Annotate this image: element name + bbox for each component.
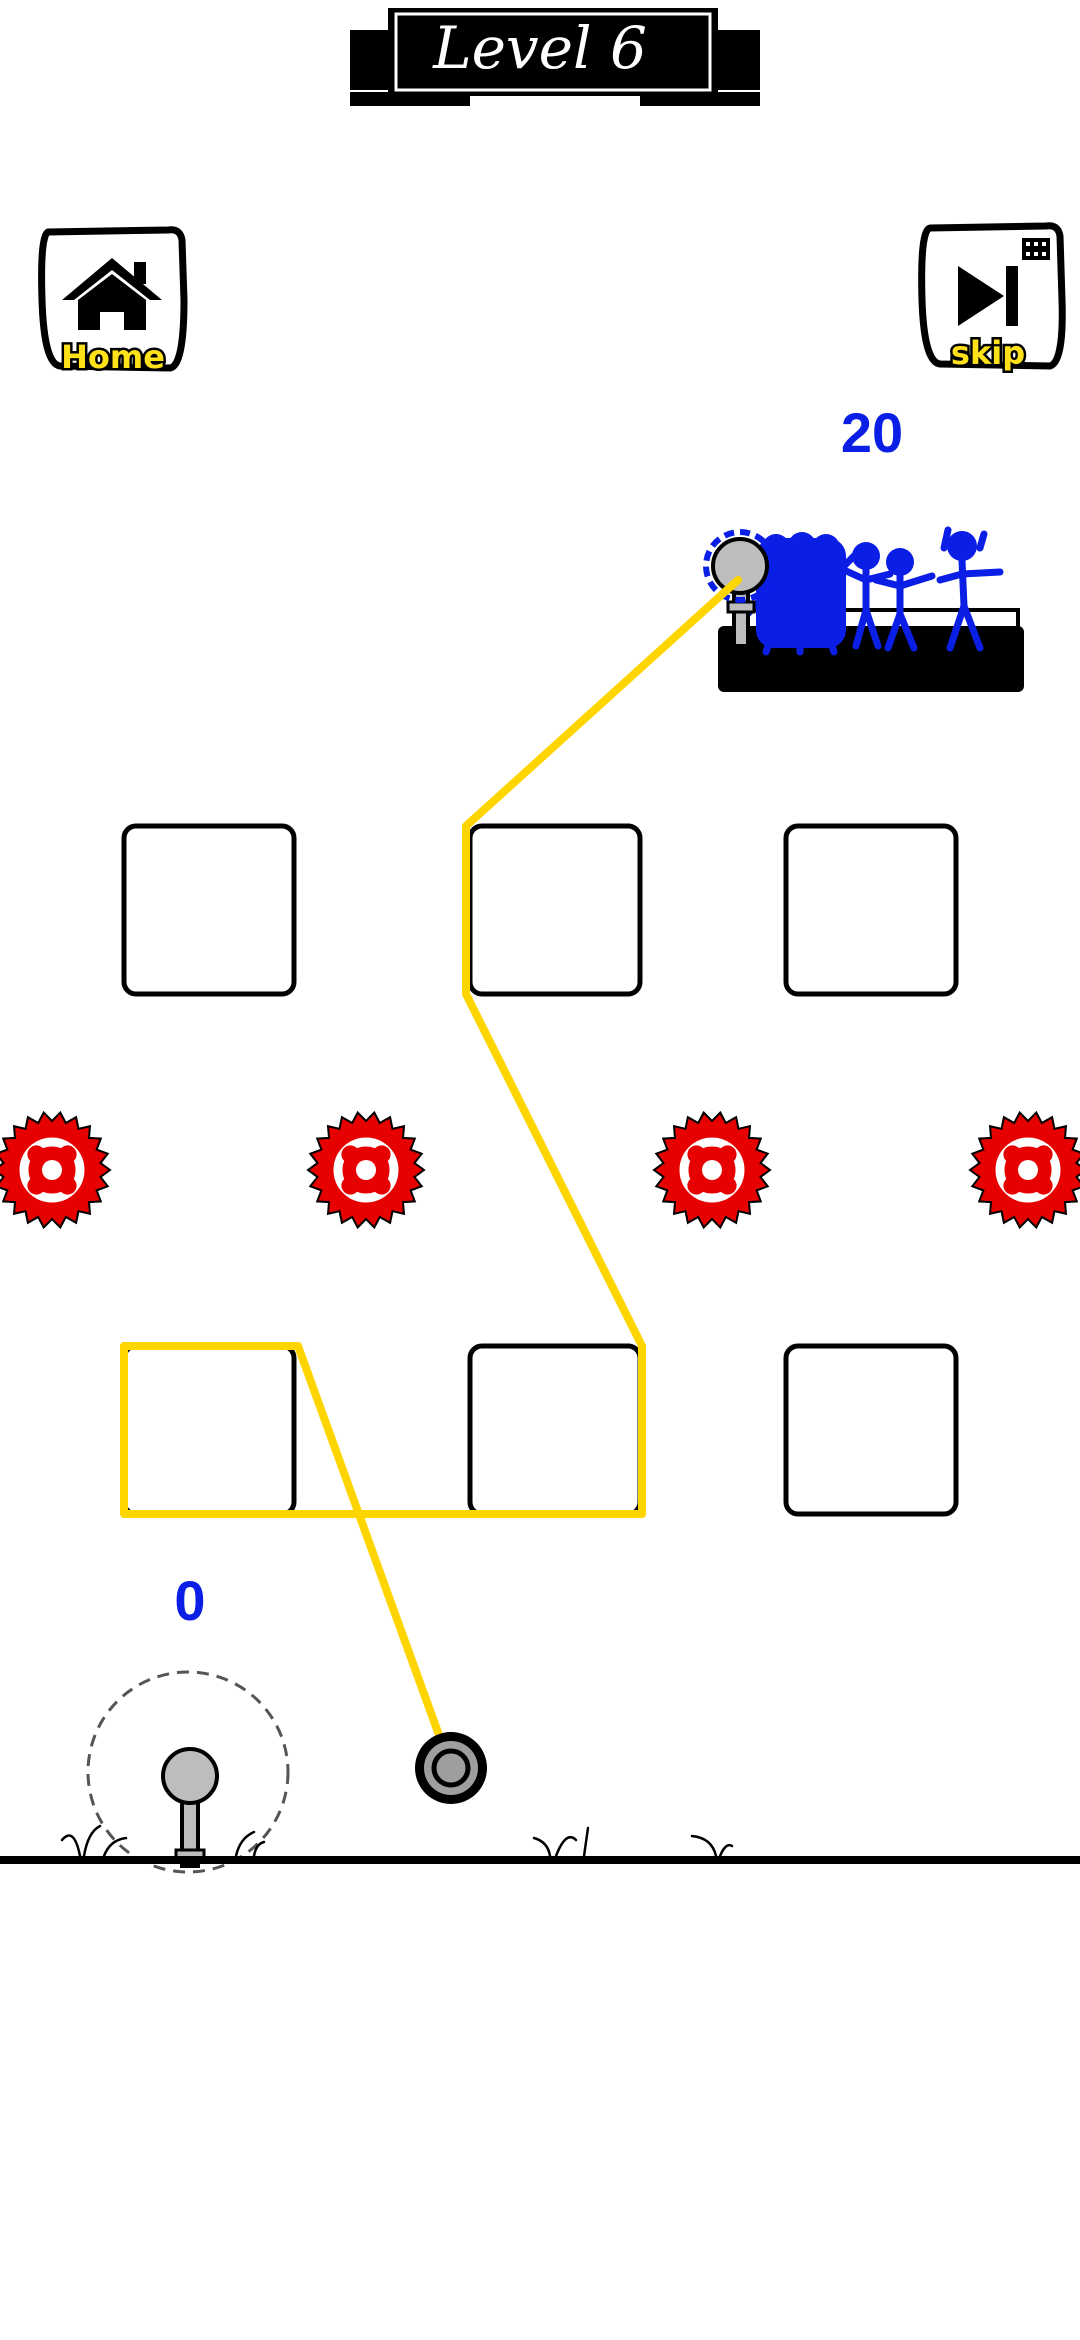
target-peg[interactable] — [703, 529, 777, 648]
level-banner: Level 6 — [350, 8, 760, 106]
home-label: Home — [61, 338, 165, 376]
saw-row — [0, 1110, 1080, 1230]
stickman — [936, 526, 1004, 652]
video-ad-icon — [1022, 238, 1050, 260]
target-counter: 20 — [841, 401, 903, 464]
saw-blade-icon — [652, 1110, 772, 1230]
obstacle-box — [467, 1343, 643, 1517]
skip-label: skip — [951, 334, 1025, 372]
ground — [0, 1824, 1080, 1864]
start-counter: 0 — [174, 1569, 205, 1632]
obstacle-box — [783, 823, 959, 997]
skip-button[interactable]: skip — [918, 222, 1066, 375]
saw-blade-icon — [968, 1110, 1080, 1230]
obstacle-box — [121, 1343, 297, 1517]
skip-icon — [958, 266, 1018, 326]
level-title: Level 6 — [432, 14, 647, 82]
saw-blade-icon — [306, 1110, 426, 1230]
home-icon — [62, 258, 162, 330]
obstacle-box — [783, 1343, 959, 1517]
home-button[interactable]: Home — [38, 226, 188, 379]
rope-path — [120, 576, 742, 1764]
stickman — [872, 548, 936, 652]
rope-anchor-ring[interactable] — [415, 1732, 487, 1804]
saw-blade-icon — [0, 1110, 112, 1230]
stickmen-crowd — [740, 526, 1004, 656]
stickman — [840, 542, 894, 650]
obstacle-box — [467, 823, 643, 997]
start-peg[interactable] — [86, 1670, 290, 1874]
obstacle-grid — [121, 823, 959, 1517]
obstacle-box — [121, 823, 297, 997]
